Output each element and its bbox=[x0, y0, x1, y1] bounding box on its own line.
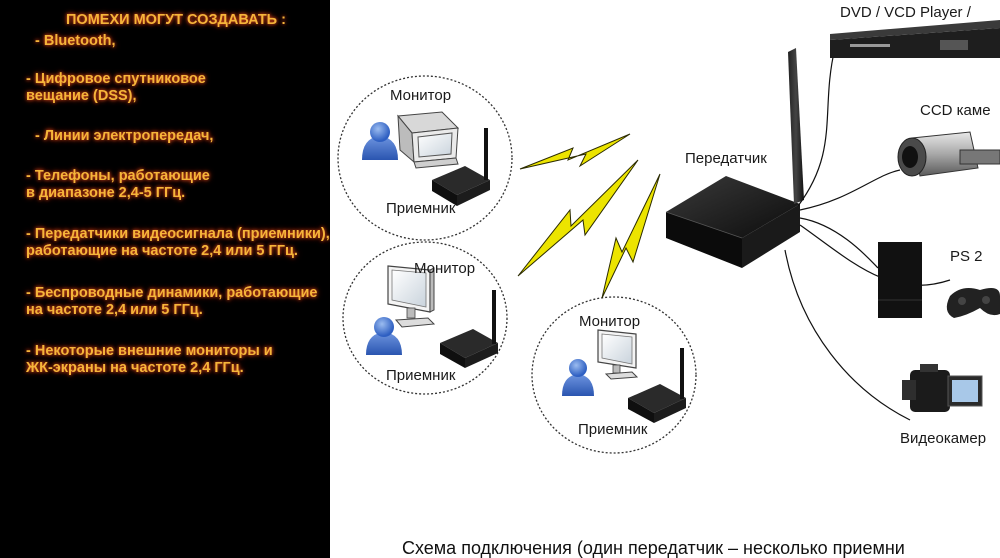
receiver-group-3 bbox=[531, 296, 697, 454]
crt-monitor-icon bbox=[397, 111, 460, 169]
interference-item-video-transmitters: - Передатчики видеосигнала (приемники), … bbox=[26, 226, 330, 259]
lightning-bolt-icon bbox=[517, 159, 639, 277]
wireless-signal-bolts bbox=[517, 133, 661, 299]
diagram-caption: Схема подключения (один передатчик – нес… bbox=[402, 538, 905, 558]
receiver-group-1 bbox=[337, 75, 513, 241]
connection-diagram: Монитор Приемник Монитор Приемник Монито… bbox=[330, 0, 1000, 558]
camcorder-icon bbox=[902, 364, 983, 412]
dvd-player-label: DVD / VCD Player / bbox=[840, 4, 971, 21]
receiver-circle bbox=[531, 296, 697, 454]
receiver-box-icon bbox=[432, 128, 490, 206]
transmitter-label: Передатчик bbox=[685, 150, 767, 167]
person-icon bbox=[362, 122, 398, 160]
interference-item-power-lines: - Линии электропередач, bbox=[35, 128, 214, 144]
lightning-bolt-icon bbox=[519, 133, 631, 170]
receiver-1-monitor-label: Монитор bbox=[390, 87, 452, 104]
diagram-canvas bbox=[337, 20, 1000, 454]
receiver-2-receiver-label: Приемник bbox=[386, 367, 456, 384]
receiver-circle bbox=[337, 75, 513, 241]
receiver-box-icon bbox=[628, 348, 686, 423]
dvd-player-icon bbox=[830, 20, 1000, 58]
person-icon bbox=[366, 317, 402, 355]
lightning-bolt-icon bbox=[601, 173, 661, 299]
ps2-console-icon bbox=[878, 242, 1000, 318]
ps2-label: PS 2 bbox=[950, 248, 983, 265]
interference-item-bluetooth: - Bluetooth, bbox=[35, 33, 116, 49]
camcorder-label: Видеокамер bbox=[900, 430, 987, 447]
source-cables bbox=[784, 47, 951, 421]
receiver-box-icon bbox=[440, 290, 498, 368]
ccd-camera-icon bbox=[897, 131, 1000, 177]
interference-item-phones: - Телефоны, работающие в диапазоне 2,4-5… bbox=[26, 168, 210, 201]
receiver-2-monitor-label: Монитор bbox=[414, 260, 476, 277]
lcd-monitor-icon bbox=[387, 265, 436, 328]
interference-item-dss: - Цифровое спутниковое вещание (DSS), bbox=[26, 71, 206, 104]
receiver-3-receiver-label: Приемник bbox=[578, 421, 648, 438]
receiver-circle bbox=[342, 241, 508, 395]
receiver-group-2 bbox=[342, 241, 508, 395]
ccd-camera-label: CCD каме bbox=[920, 102, 991, 119]
interference-panel: ПОМЕХИ МОГУТ СОЗДАВАТЬ : - Bluetooth, - … bbox=[0, 0, 330, 558]
receiver-1-receiver-label: Приемник bbox=[386, 200, 456, 217]
transmitter-icon bbox=[665, 48, 804, 268]
person-icon bbox=[562, 359, 594, 396]
receiver-3-monitor-label: Монитор bbox=[579, 313, 641, 330]
interference-item-wireless-speakers: - Беспроводные динамики, работающие на ч… bbox=[26, 285, 318, 318]
lcd-monitor-icon bbox=[597, 329, 639, 380]
interference-heading: ПОМЕХИ МОГУТ СОЗДАВАТЬ : bbox=[66, 12, 286, 28]
interference-item-monitors: - Некоторые внешние мониторы и ЖК-экраны… bbox=[26, 343, 273, 376]
